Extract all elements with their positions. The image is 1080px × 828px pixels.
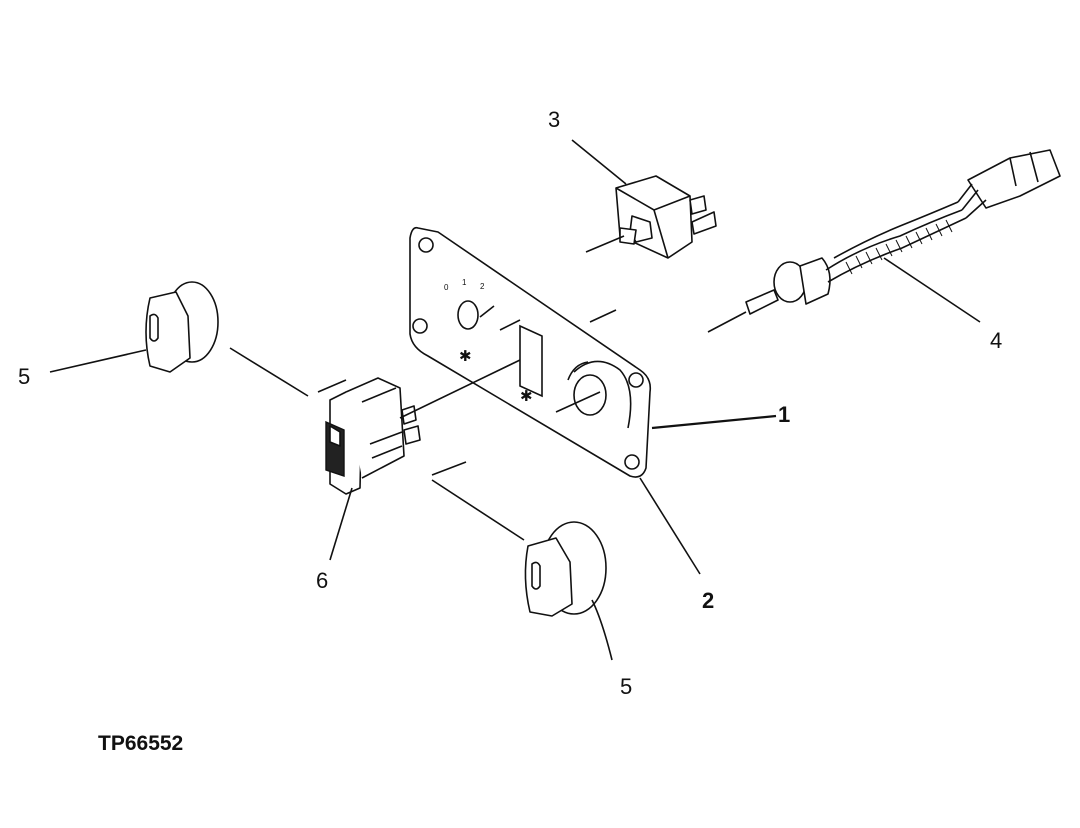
knob-lower <box>524 521 607 617</box>
callout-4: 4 <box>990 328 1002 353</box>
callout-2: 2 <box>702 588 714 613</box>
snowflake-icon: ✱ <box>459 348 472 365</box>
blower-knob-hole <box>457 300 479 330</box>
callout-5-lower: 5 <box>620 674 632 699</box>
callout-3: 3 <box>548 107 560 132</box>
assembly-lines <box>229 235 747 541</box>
mounting-hole-bottom-left <box>412 318 428 334</box>
temperature-control-harness <box>745 149 1061 315</box>
knob-upper <box>145 281 219 373</box>
callout-leaders <box>49 139 981 661</box>
callout-5-upper: 5 <box>18 364 30 389</box>
callout-6: 6 <box>316 568 328 593</box>
figure-id: TP66552 <box>98 732 183 755</box>
callout-1: 1 <box>778 402 790 427</box>
position-mark-2: 2 <box>480 282 485 291</box>
mounting-hole-top-right <box>628 372 644 388</box>
temperature-dial-arc <box>573 360 632 429</box>
mounting-hole-top-left <box>418 237 434 253</box>
snowflake-icon: ✱ <box>520 388 533 405</box>
control-panel-plate: 0 1 2 ✱ ✱ <box>409 226 652 478</box>
position-mark-1: 1 <box>462 278 467 287</box>
temperature-dial-arc-inner <box>567 361 589 381</box>
position-mark-0: 0 <box>444 283 449 292</box>
mounting-hole-bottom-right <box>624 454 640 470</box>
rocker-switch-opening <box>519 324 543 398</box>
rocker-switch <box>325 377 421 495</box>
temperature-dial-hole <box>573 374 607 416</box>
blower-switch <box>615 175 717 259</box>
